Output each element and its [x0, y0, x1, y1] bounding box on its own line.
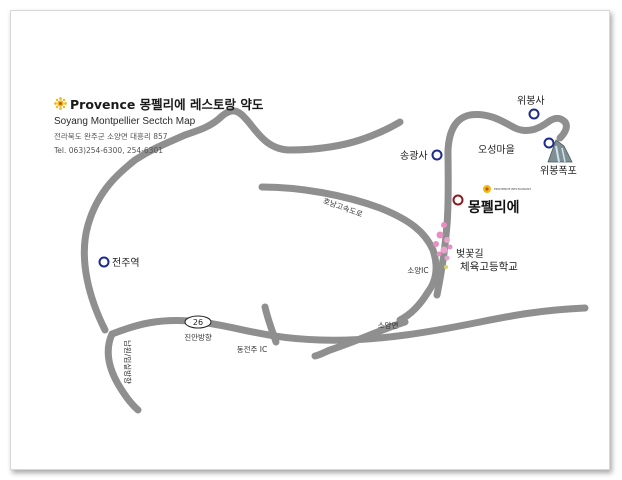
marker-wibongsa	[528, 108, 540, 120]
label-wibongsa: 위봉사	[517, 94, 545, 107]
label-jinan-direction: 진안방향	[184, 332, 212, 342]
marker-restaurant	[452, 194, 464, 206]
label-jeonju-station: 전주역	[112, 257, 140, 269]
route-26-shield	[184, 315, 212, 329]
waterfall-icon	[547, 139, 573, 163]
marker-wibong-falls	[543, 137, 555, 149]
label-pe-high-school: 체육고등학교	[460, 261, 518, 273]
label-namwon-direction: 남원/임실방향	[123, 340, 133, 384]
road-route-26	[108, 304, 589, 344]
road-namwon	[104, 330, 142, 414]
cherry-blossom-icon	[433, 222, 453, 269]
label-wibong-falls: 위봉폭포	[540, 164, 577, 177]
road-north	[433, 111, 570, 299]
label-seonggwangsa: 송광사	[400, 150, 428, 162]
route-26-label: 26	[193, 318, 203, 327]
label-osung-village: 오성마을	[478, 144, 515, 156]
road-honam-expressway	[258, 183, 440, 324]
marker-jeonju-station	[98, 256, 110, 268]
title-row: Provence 몽펠리에 레스토랑 약도	[54, 94, 263, 113]
road-dongjeonju	[261, 303, 280, 346]
sun-icon	[54, 97, 67, 110]
telephone-text: Tel. 063)254-6300, 254-6301	[54, 146, 163, 155]
address-text: 전라북도 완주군 소양면 대흥리 857	[54, 132, 168, 141]
label-soyang-myeon: 소양면	[378, 320, 399, 330]
restaurant-logo-text: 몽펠리에	[468, 199, 520, 216]
restaurant-logo: PROVENCE RESTAURANT 몽펠리에	[468, 185, 531, 216]
label-soyang-ic: 소양IC	[407, 266, 428, 275]
road-northwest	[80, 107, 404, 334]
label-dongjeonju-ic: 동전주 IC	[237, 344, 268, 354]
map-frame	[10, 10, 610, 470]
label-cherry-road: 벚꽃길	[456, 247, 484, 260]
marker-seonggwangsa	[431, 149, 443, 161]
map-header: Provence 몽펠리에 레스토랑 약도 Soyang Montpellier…	[54, 94, 263, 155]
map-subtitle: Soyang Montpellier Sectch Map	[54, 116, 196, 127]
road-soyang-myeon	[311, 318, 409, 360]
restaurant-logo-small-text: PROVENCE RESTAURANT	[494, 187, 531, 191]
map-title: Provence 몽펠리에 레스토랑 약도	[70, 97, 264, 112]
